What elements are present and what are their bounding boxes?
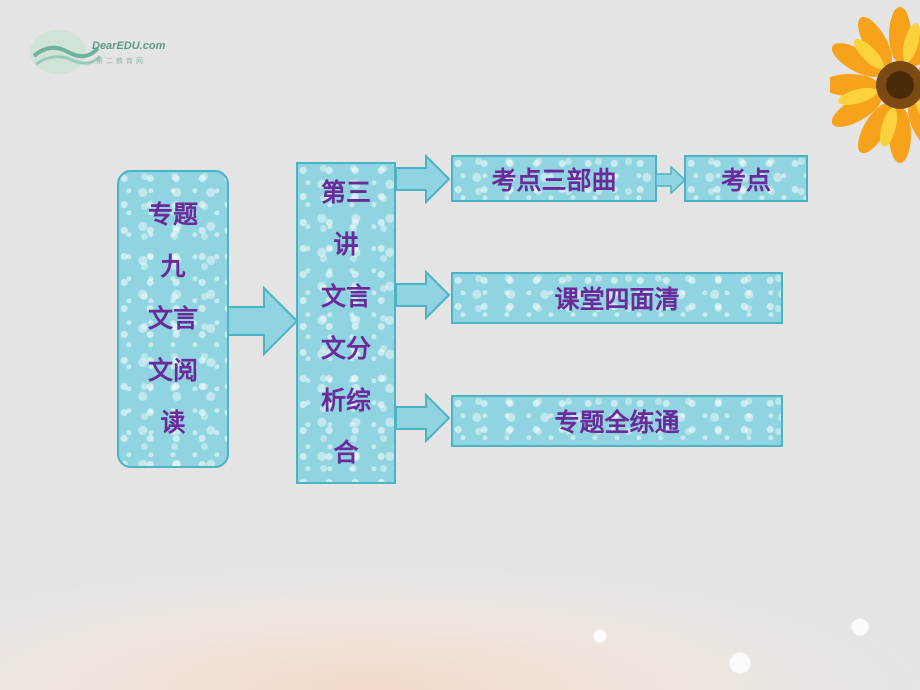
wave-logo-icon	[30, 30, 102, 74]
topic-box: 专题 九 文言 文阅 读	[117, 170, 229, 468]
lecture-text: 第三 讲 文言 文分 析综 合	[321, 167, 371, 479]
logo-brand: DearEDU.com	[92, 40, 166, 52]
branch-child-label: 考点	[720, 165, 771, 195]
topic-line: 文言	[147, 304, 198, 333]
arrow-right-icon	[655, 166, 687, 194]
branch-box-practice: 专题全练通	[451, 395, 783, 447]
arrow-right-icon	[395, 270, 451, 320]
arrow-right-icon	[395, 393, 451, 443]
sunflower-icon	[830, 7, 920, 163]
lecture-line: 文言	[320, 282, 371, 311]
lecture-line: 合	[333, 438, 359, 467]
logo-tagline: 第二教育网	[96, 57, 146, 65]
lecture-box: 第三 讲 文言 文分 析综 合	[296, 162, 396, 484]
branch-label: 专题全练通	[554, 408, 680, 437]
branch-label: 考点三部曲	[491, 165, 617, 195]
lecture-line: 析综	[320, 386, 371, 415]
branch-box-classroom: 课堂四面清	[451, 272, 783, 324]
arrow-right-icon	[395, 154, 451, 204]
topic-line: 九	[160, 252, 186, 281]
topic-line: 读	[160, 408, 186, 437]
topic-text: 专题 九 文言 文阅 读	[148, 189, 198, 449]
background-bokeh	[520, 600, 920, 690]
lecture-line: 文分	[320, 334, 371, 363]
branch-label: 课堂四面清	[554, 285, 680, 314]
branch-child-box: 考点	[684, 155, 808, 202]
topic-line: 专题	[147, 200, 198, 229]
arrow-right-icon	[227, 285, 299, 357]
lecture-line: 讲	[333, 230, 359, 259]
topic-line: 文阅	[147, 356, 198, 385]
lecture-line: 第三	[320, 178, 371, 207]
branch-box-exam-points: 考点三部曲	[451, 155, 657, 202]
